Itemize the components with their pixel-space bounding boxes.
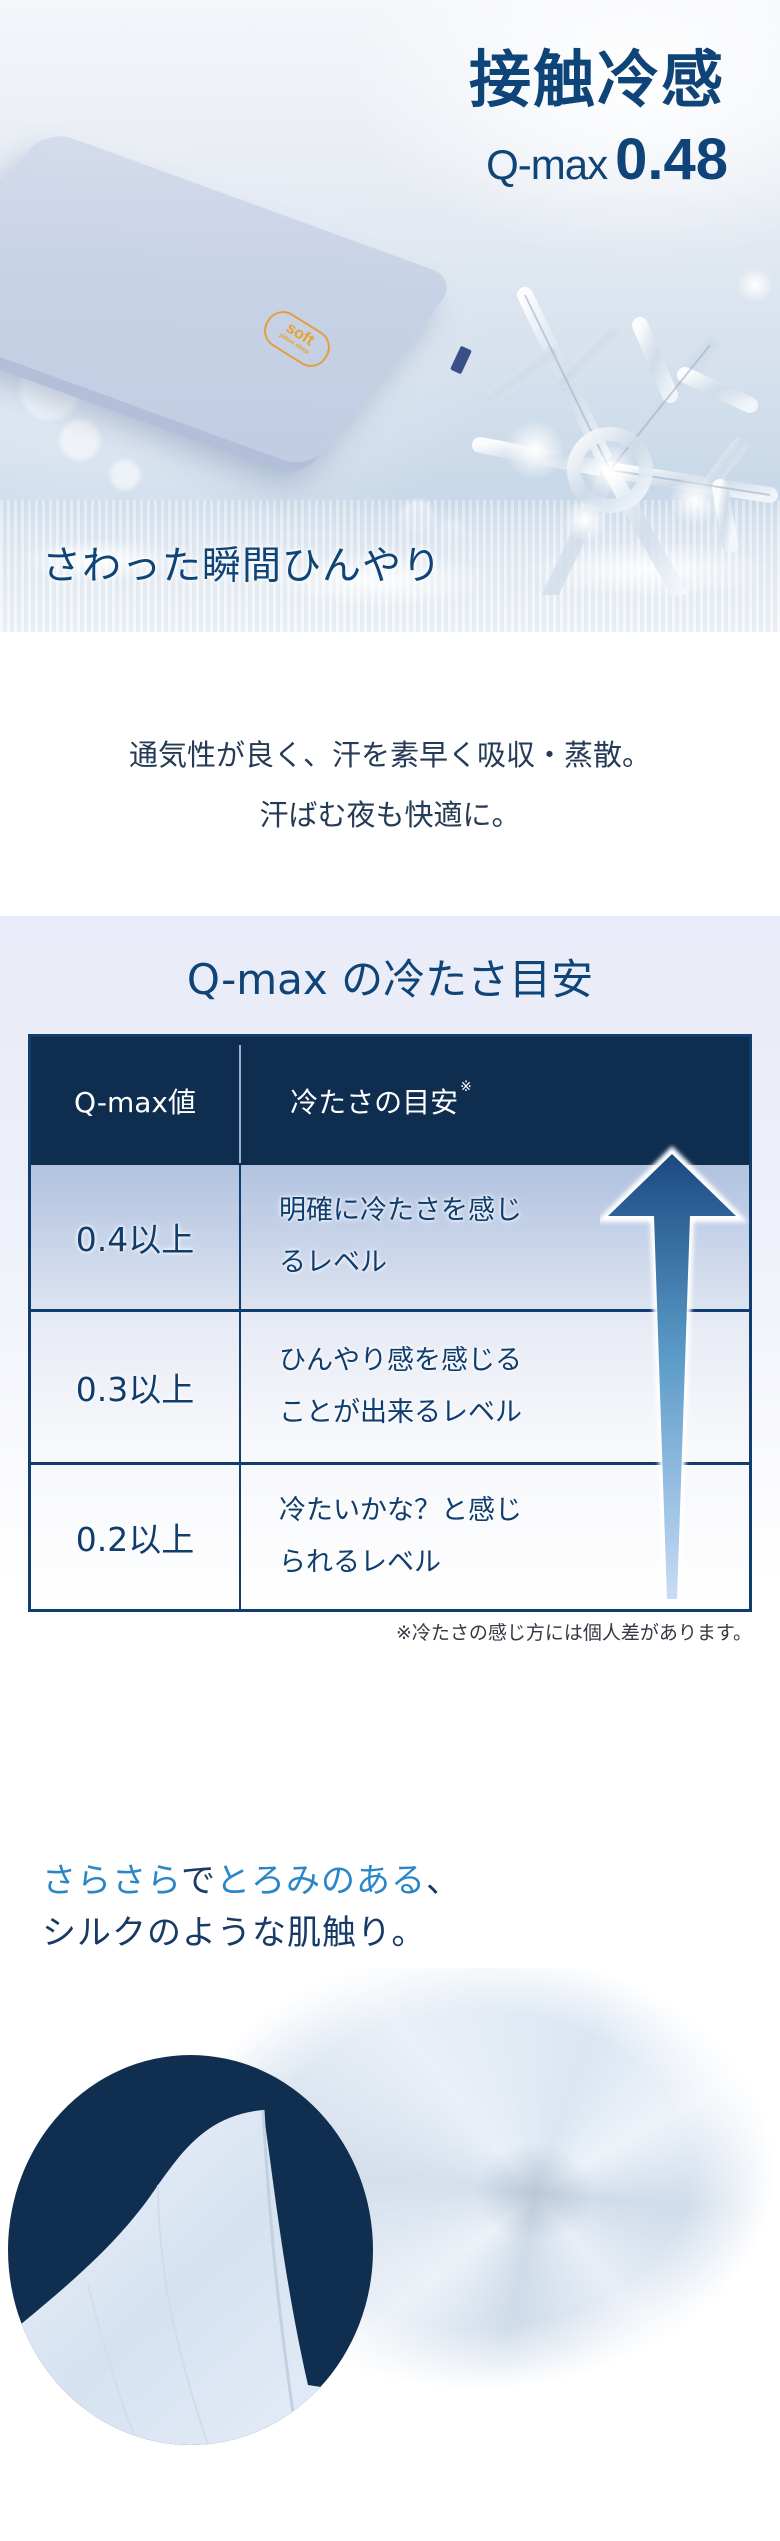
silk-heading-line-2: シルクのような肌触り。 [42, 1913, 427, 1953]
column-divider [239, 1165, 241, 1609]
fabric-closeup-image [8, 2055, 373, 2445]
row-divider [31, 1309, 749, 1312]
row-value: 0.2以上 [75, 1520, 195, 1559]
header-coldness-label: 冷たさの目安 [290, 1086, 459, 1119]
silk-heading: さらさらでとろみのある、 シルクのような肌触り。 [42, 1855, 461, 1959]
row-description: 冷たいかな？と感じられるレベル [279, 1465, 579, 1609]
desc-line: られるレベル [279, 1547, 441, 1578]
table-row: 0.2以上 冷たいかな？と感じられるレベル [31, 1465, 749, 1609]
snowflake-icon [472, 267, 778, 595]
hero-caption: さわった瞬間ひんやり [42, 544, 443, 589]
desc-line: 冷たいかな？と感じ [279, 1495, 522, 1526]
scale-title: Q-max の冷たさ目安 [186, 955, 594, 1004]
pillow-surface [0, 128, 460, 470]
qmax-label: Q-max [486, 141, 608, 188]
qmax-table: Q-max値 冷たさの目安※ 0.4以上 明確に冷たさを感じるレベル 0.3以上… [28, 1034, 752, 1612]
highlight-text: さらさら [42, 1861, 181, 1901]
qmax-value: 0.48 [615, 127, 728, 192]
bokeh-light [110, 460, 140, 490]
row-divider [31, 1462, 749, 1465]
footnote-mark: ※ [460, 1079, 472, 1095]
header-coldness-guide: 冷たさの目安※ [241, 1037, 521, 1165]
arrow-up-icon [600, 1146, 748, 1604]
header-divider [239, 1045, 241, 1163]
intro-text: 通気性が良く、汗を素早く吸収・蒸散。 汗ばむ夜も快適に。 [0, 725, 780, 845]
desc-line: るレベル [279, 1247, 387, 1278]
table-row: 0.4以上 明確に冷たさを感じるレベル [31, 1165, 749, 1309]
table-footnote: ※冷たさの感じ方には個人差があります。 [395, 1622, 752, 1644]
highlight-text: とろみのある [215, 1861, 426, 1901]
row-value: 0.3以上 [75, 1370, 195, 1409]
header-qmax-value: Q-max値 [74, 1086, 196, 1119]
table-header: Q-max値 冷たさの目安※ [31, 1037, 749, 1165]
snow-ground [0, 500, 780, 632]
pillow-tag [450, 345, 472, 375]
hero-title: 接触冷感 [468, 43, 725, 116]
row-description: ひんやり感を感じることが出来るレベル [279, 1312, 579, 1462]
desc-line: ことが出来るレベル [279, 1397, 522, 1428]
plain-text: 、 [425, 1861, 461, 1901]
silk-heading-line-1: さらさらでとろみのある、 [42, 1855, 461, 1907]
plain-text: で [180, 1861, 216, 1901]
desc-line: 明確に冷たさを感じ [279, 1195, 522, 1226]
fabric-drape-graphic [8, 2109, 373, 2445]
bokeh-light [60, 420, 100, 460]
table-row: 0.3以上 ひんやり感を感じることが出来るレベル [31, 1312, 749, 1462]
intro-line-2: 汗ばむ夜も快適に。 [259, 798, 521, 832]
row-description: 明確に冷たさを感じるレベル [279, 1165, 579, 1309]
intro-line-1: 通気性が良く、汗を素早く吸収・蒸散。 [128, 738, 651, 772]
row-value: 0.4以上 [75, 1220, 195, 1259]
desc-line: ひんやり感を感じる [279, 1345, 522, 1376]
